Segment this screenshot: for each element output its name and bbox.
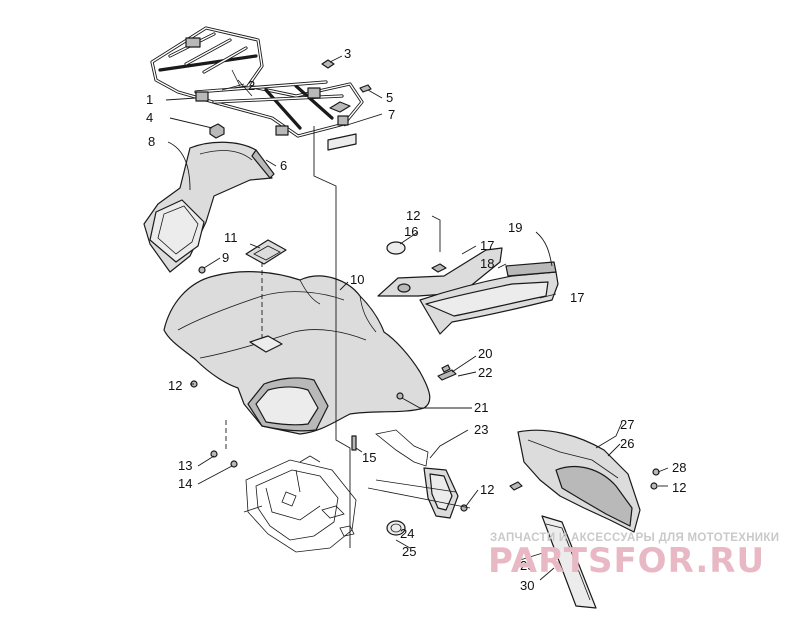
watermark-tagline: ЗАПЧАСТИ И АКСЕССУАРЫ ДЛЯ МОТОТЕХНИКИ (490, 532, 779, 544)
watermark: ЗАПЧАСТИ И АКСЕССУАРЫ ДЛЯ МОТОТЕХНИКИ PA… (488, 532, 779, 581)
leader-lines (165, 55, 669, 581)
callout-25: 25 (402, 544, 416, 559)
callout-1: 1 (146, 92, 153, 107)
callout-6: 6 (280, 158, 287, 173)
callout-23: 23 (474, 422, 488, 437)
callout-29: 29 (520, 558, 534, 573)
splash-guard (517, 429, 641, 609)
rack-hardware (209, 59, 372, 151)
callout-2: 2 (248, 78, 255, 93)
callout-3: 3 (344, 46, 351, 61)
callout-27: 27 (620, 417, 634, 432)
callout-9: 9 (222, 250, 229, 265)
callout-30: 30 (520, 578, 534, 593)
callout-15: 15 (362, 450, 376, 465)
storage-lid (245, 239, 287, 265)
callout-5: 5 (386, 90, 393, 105)
callout-4: 4 (146, 110, 153, 125)
callout-22: 22 (478, 365, 492, 380)
callout-20: 20 (478, 346, 492, 361)
callout-12-bracket: 12 (480, 482, 494, 497)
callout-14: 14 (178, 476, 192, 491)
main-rear-fender (163, 271, 431, 435)
watermark-brand: PARTSFOR.RU (488, 541, 765, 581)
callout-labels: 1 2 3 4 5 6 7 8 9 10 11 12 12 12 12 13 1… (146, 46, 686, 593)
callout-12-right: 12 (672, 480, 686, 495)
rear-rack (150, 26, 364, 138)
callout-7: 7 (388, 107, 395, 122)
callout-16: 16 (404, 224, 418, 239)
rear-fender-panel (143, 141, 275, 274)
callout-12-top: 12 (406, 208, 420, 223)
callout-8: 8 (148, 134, 155, 149)
callout-17-top: 17 (480, 238, 494, 253)
callout-26: 26 (620, 436, 634, 451)
callout-12-left: 12 (168, 378, 182, 393)
callout-17-right: 17 (570, 290, 584, 305)
callout-28: 28 (672, 460, 686, 475)
callout-18: 18 (480, 256, 494, 271)
callout-24: 24 (400, 526, 414, 541)
callout-19: 19 (508, 220, 522, 235)
callout-10: 10 (350, 272, 364, 287)
callout-13: 13 (178, 458, 192, 473)
mudflap-bracket (367, 429, 471, 519)
callout-11: 11 (224, 230, 238, 245)
callout-21: 21 (474, 400, 488, 415)
dashed-reference-lines (225, 126, 351, 548)
frame-chassis (243, 455, 357, 553)
side-panel-assembly (377, 241, 559, 335)
